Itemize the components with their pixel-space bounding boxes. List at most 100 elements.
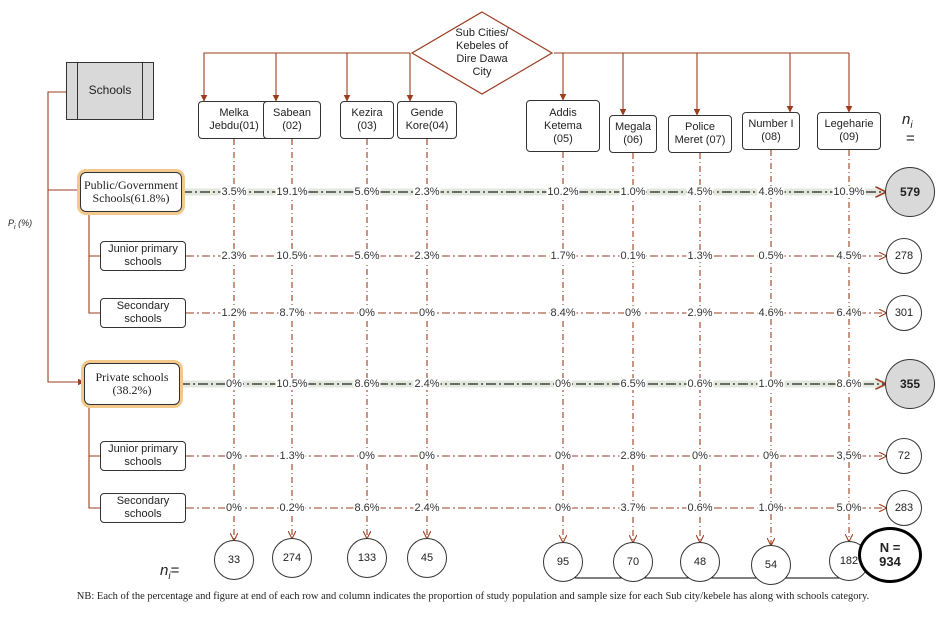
subcity-box: Melka Jebdu(01) <box>198 101 270 139</box>
subcity-box: Number I (08) <box>742 112 800 150</box>
column-total-circle: 48 <box>680 542 720 582</box>
cell-value: 4.5% <box>835 250 863 262</box>
row-box: Junior primary schools <box>100 241 186 271</box>
cell-value: 8.6% <box>353 502 381 514</box>
cell-value: 1.3% <box>686 250 714 262</box>
cell-value: 3.5% <box>220 186 248 198</box>
cell-value: 2.3% <box>413 186 441 198</box>
cell-value: 1.3% <box>278 450 306 462</box>
schools-label: Schools <box>88 83 132 97</box>
cell-value: 1.2% <box>220 307 248 319</box>
ni-top-equals: = <box>906 130 915 147</box>
tree-connector <box>88 212 100 257</box>
cell-value: 8.6% <box>835 378 863 390</box>
cell-value: 4.8% <box>757 186 785 198</box>
column-total-circle: 33 <box>214 540 254 580</box>
row-total-circle: 72 <box>886 438 922 474</box>
cell-value: 0% <box>762 450 780 462</box>
cell-value: 2.8% <box>619 450 647 462</box>
row-box: Junior primary schools <box>100 441 186 471</box>
tree-connector <box>88 456 100 509</box>
cell-value: 2.3% <box>220 250 248 262</box>
column-total-circle: 54 <box>751 545 791 585</box>
cell-value: 0% <box>418 450 436 462</box>
cell-value: 1.0% <box>757 502 785 514</box>
cell-value: 8.6% <box>353 378 381 390</box>
cell-value: 1.0% <box>619 186 647 198</box>
cell-value: 0% <box>554 378 572 390</box>
cell-value: 8.4% <box>549 307 577 319</box>
cell-value: 2.3% <box>413 250 441 262</box>
cell-value: 5.6% <box>353 250 381 262</box>
grand-total-circle: N =934 <box>858 527 922 583</box>
footnote: NB: Each of the percentage and figure at… <box>76 591 870 602</box>
ni-top-label: ni <box>902 111 913 132</box>
cell-value: 0% <box>225 502 243 514</box>
column-total-circle: 274 <box>272 538 312 578</box>
tree-connector <box>88 256 100 314</box>
cell-value: 1.7% <box>549 250 577 262</box>
row-box: Secondary schools <box>100 298 186 328</box>
cell-value: 4.5% <box>686 186 714 198</box>
cell-value: 0% <box>691 450 709 462</box>
row-box: Secondary schools <box>100 493 186 523</box>
ni-bottom-label: ni= <box>160 562 180 582</box>
subcity-box: Addis Ketema (05) <box>526 100 600 152</box>
row-box: Public/Government Schools(61.8%) <box>80 172 182 212</box>
tree-connector <box>47 91 85 386</box>
cell-value: 8.7% <box>278 307 306 319</box>
row-total-circle: 283 <box>886 490 922 526</box>
cell-value: 0% <box>418 307 436 319</box>
cell-value: 0% <box>624 307 642 319</box>
cell-value: 0% <box>554 502 572 514</box>
grand-total-label: N = <box>879 540 901 555</box>
cell-value: 2.4% <box>413 502 441 514</box>
diamond-connector <box>200 52 410 102</box>
cell-value: 6.5% <box>619 378 647 390</box>
row-total-circle: 355 <box>885 359 935 409</box>
row-total-circle: 579 <box>885 167 935 217</box>
cell-value: 5.6% <box>353 186 381 198</box>
subcity-box: Sabean (02) <box>263 101 321 139</box>
cell-value: 19.1% <box>275 186 309 198</box>
cell-value: 0% <box>358 307 376 319</box>
subcity-box: Kezira (03) <box>340 101 394 139</box>
cell-value: 10.5% <box>275 250 309 262</box>
cell-value: 10.9% <box>832 186 866 198</box>
subcity-box: Megala (06) <box>609 115 657 153</box>
grand-total-value: 934 <box>879 554 901 569</box>
subcity-box: Police Meret (07) <box>668 115 732 153</box>
cell-value: 0% <box>554 450 572 462</box>
cell-value: 4.6% <box>757 307 785 319</box>
diamond-label: Sub Cities/ Kebeles of Dire Dawa City <box>455 27 509 78</box>
cell-value: 10.5% <box>275 378 309 390</box>
column-total-circle: 133 <box>347 538 387 578</box>
cell-value: 0.6% <box>686 502 714 514</box>
cell-value: 5.0% <box>835 502 863 514</box>
subcity-diamond: Sub Cities/ Kebeles of Dire Dawa City <box>410 10 554 96</box>
column-total-circle: 70 <box>613 542 653 582</box>
cell-value: 0.6% <box>686 378 714 390</box>
subcity-box: Legeharie (09) <box>817 112 881 150</box>
cell-value: 0.5% <box>757 250 785 262</box>
row-total-circle: 278 <box>886 238 922 274</box>
cell-value: 0.2% <box>278 502 306 514</box>
row-box: Private schools (38.2%) <box>84 363 180 405</box>
subcity-box: Gende Kore(04) <box>397 101 457 139</box>
cell-value: 1.0% <box>757 378 785 390</box>
cell-value: 3.7% <box>619 502 647 514</box>
cell-value: 2.9% <box>686 307 714 319</box>
column-total-circle: 45 <box>407 538 447 578</box>
schools-box: Schools <box>66 62 154 120</box>
cell-value: 6.4% <box>835 307 863 319</box>
cell-value: 2.4% <box>413 378 441 390</box>
pi-label: Pi (%) <box>8 218 33 231</box>
cell-value: 0.1% <box>619 250 647 262</box>
tree-connector <box>88 405 100 457</box>
cell-value: 0% <box>225 378 243 390</box>
cell-value: 3,5% <box>835 450 863 462</box>
row-total-circle: 301 <box>886 295 922 331</box>
cell-value: 0% <box>225 450 243 462</box>
cell-value: 0% <box>358 450 376 462</box>
